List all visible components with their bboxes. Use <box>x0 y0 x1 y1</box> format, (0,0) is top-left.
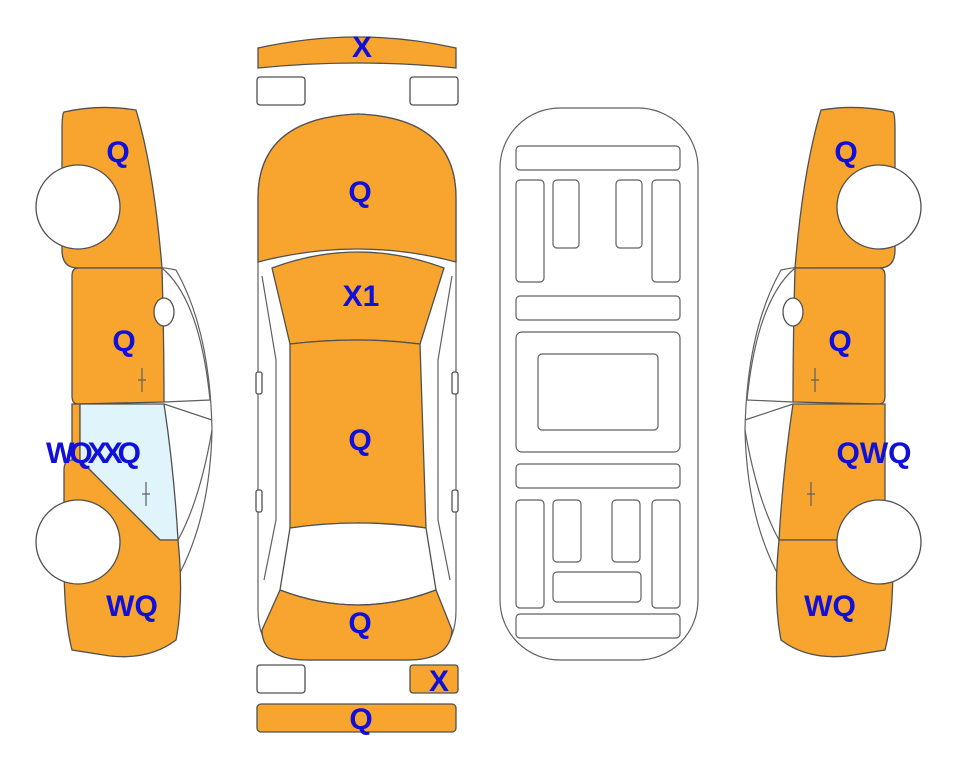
right-rear-quarter-code: WQ <box>804 590 856 623</box>
front-bumper-panel[interactable] <box>257 36 457 69</box>
right-side-view <box>744 106 922 658</box>
left-side-view <box>35 106 213 658</box>
hood-panel[interactable] <box>257 113 457 263</box>
front-headlight-left[interactable] <box>256 76 306 106</box>
windshield-code: X1 <box>343 280 380 313</box>
trunk-panel[interactable] <box>261 589 453 661</box>
mirror-left <box>255 371 263 395</box>
top-right-side-glass <box>437 275 453 581</box>
right-front-wheel <box>836 164 922 250</box>
top-left-side-glass <box>261 275 277 581</box>
right-rear-door-code: QWQ <box>837 437 912 470</box>
left-rear-quarter-code: WQ <box>106 590 158 623</box>
handle-right <box>451 489 459 513</box>
rear-window <box>279 522 437 606</box>
front-bumper-code: X <box>352 31 372 64</box>
rear-bumper-code: Q <box>349 703 372 736</box>
right-front-fender-code: Q <box>834 136 857 169</box>
rear-light-left[interactable] <box>256 664 306 694</box>
rear-light-right-code: X <box>429 665 449 698</box>
right-rear-wheel <box>836 499 922 585</box>
rear-bumper-panel[interactable] <box>256 703 457 733</box>
right-front-door-code: Q <box>828 325 851 358</box>
left-rear-door-code: WQXXQ <box>46 437 141 470</box>
hood-code: Q <box>348 176 371 209</box>
mirror-right <box>451 371 459 395</box>
handle-left <box>255 489 263 513</box>
underbody-view <box>499 107 699 661</box>
left-rear-wheel <box>35 499 121 585</box>
roof-code: Q <box>348 424 371 457</box>
left-front-wheel <box>35 164 121 250</box>
left-front-fender-code: Q <box>106 136 129 169</box>
left-front-door-code: Q <box>112 325 135 358</box>
rear-light-right[interactable] <box>409 664 459 694</box>
trunk-code: Q <box>348 607 371 640</box>
front-headlight-right[interactable] <box>409 76 459 106</box>
